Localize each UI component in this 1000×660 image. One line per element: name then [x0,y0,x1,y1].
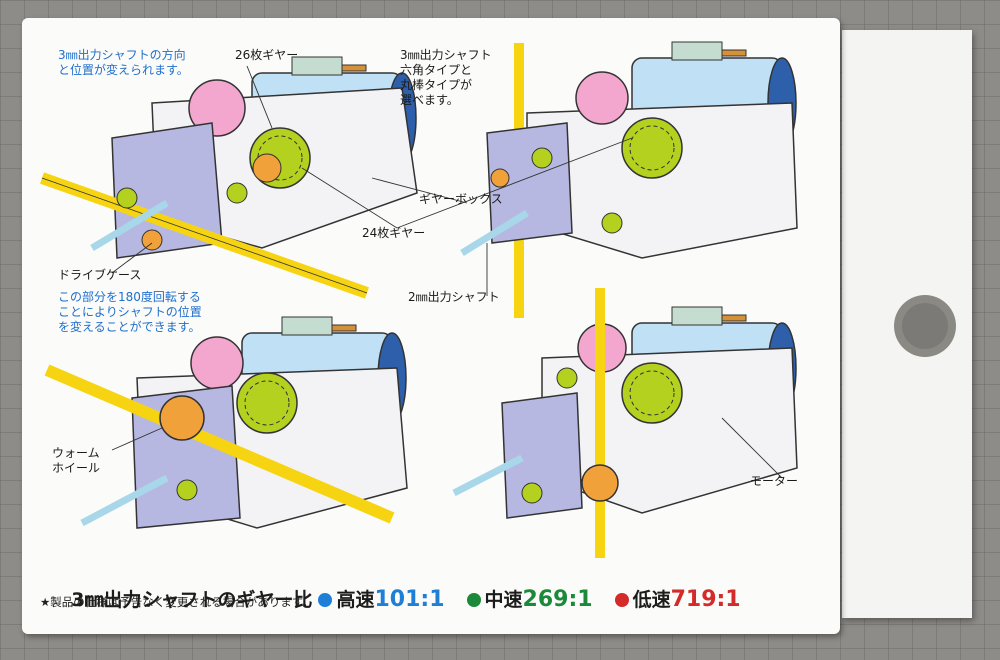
low-speed-dot-icon [614,592,629,607]
mid-speed-name: 中速 [484,589,523,611]
label-3mm-shaft-types: 3㎜出力シャフト 六角タイプと 丸棒タイプが 選べます。 [400,48,492,107]
gear-ratio-label: 3㎜出力シャフトのギヤー比 [71,589,313,611]
label-gearbox: ギヤーボックス [419,192,503,206]
package-back: 3㎜出力シャフトの方向 と位置が変えられます。 26枚ギヤー 3㎜出力シャフト … [22,18,840,634]
mid-speed-ratio: 269:1 [522,587,593,612]
assembly-top-left [39,56,418,299]
high-speed-name: 高速 [336,589,375,611]
leader-lines [111,65,783,479]
gear-ratio-line: 3㎜出力シャフトのギヤー比 高速101:1 中速269:1 低速719:1 [58,563,741,612]
label-shaft-direction: 3㎜出力シャフトの方向 と位置が変えられます。 [58,48,189,77]
mid-speed-dot-icon [466,592,481,607]
label-24-gear: 24枚ギヤー [362,226,426,240]
high-speed-ratio: 101:1 [374,587,445,612]
label-rotate-note: この部分を180度回転する ことによりシャフトの位置 を変えることができます。 [58,290,202,334]
assembly-bottom-left [44,316,408,529]
low-speed-name: 低速 [632,589,671,611]
spec-change-note: ★製品の仕様は予告なく変更される場合があります。 [40,595,314,609]
assembly-bottom-right [452,288,798,558]
label-26-gear: 26枚ギヤー [235,48,299,62]
flap-hole-inner [902,303,948,349]
label-2mm-shaft: 2㎜出力シャフト [408,290,500,304]
low-speed-ratio: 719:1 [670,587,741,612]
label-drive-case: ドライブケース [58,268,142,282]
high-speed-dot-icon [318,592,333,607]
label-worm-wheel: ウォーム ホイール [52,446,101,475]
label-motor: モーター [750,474,799,488]
assembly-top-right [460,41,798,318]
illustration [39,41,798,558]
